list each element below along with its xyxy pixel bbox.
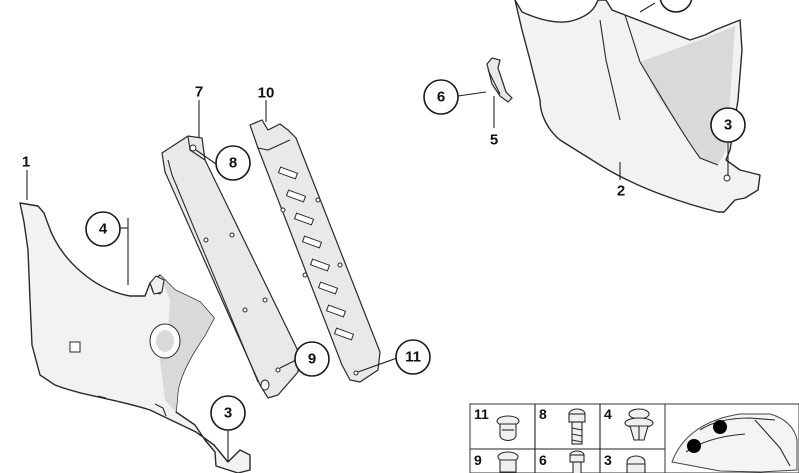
callout-5: 5 xyxy=(490,132,498,149)
callout-8: 8 xyxy=(229,155,237,172)
callout-3-bottom: 3 xyxy=(224,405,232,422)
legend-label-6: 6 xyxy=(539,452,547,468)
leader-lines xyxy=(26,2,729,462)
callout-3-top: 3 xyxy=(724,117,732,134)
callout-7: 7 xyxy=(195,84,203,101)
part-1-trim-panel xyxy=(19,202,251,473)
fastener-legend: 11 8 4 9 6 3 xyxy=(469,403,799,473)
screw-icon xyxy=(568,408,586,445)
legend-label-3: 3 xyxy=(604,452,612,468)
car-location-icon xyxy=(664,403,799,473)
callout-11: 11 xyxy=(405,349,421,366)
screw-icon xyxy=(569,450,585,473)
legend-label-8: 8 xyxy=(539,406,547,422)
callout-6: 6 xyxy=(437,89,445,106)
part-10-strip xyxy=(249,119,381,383)
expanding-rivet-icon xyxy=(624,408,654,441)
part-5-clip xyxy=(486,57,513,103)
part-7-bracket xyxy=(161,135,301,399)
strip-slots xyxy=(277,166,355,341)
button-clip-icon xyxy=(497,451,519,473)
callout-4: 4 xyxy=(99,221,108,238)
button-clip-icon xyxy=(496,415,520,442)
callouts: 1 4 7 8 10 9 11 3 6 5 2 3 xyxy=(22,0,746,431)
part-4-clip xyxy=(149,275,165,295)
cap-nut-icon xyxy=(626,455,646,473)
legend-label-9: 9 xyxy=(474,452,482,468)
callout-10: 10 xyxy=(258,85,275,102)
part-2-trim-panel xyxy=(514,0,761,213)
callout-1: 1 xyxy=(22,154,30,171)
callout-9: 9 xyxy=(308,351,316,368)
callout-2: 2 xyxy=(617,183,625,200)
legend-label-11: 11 xyxy=(474,406,489,422)
legend-label-4: 4 xyxy=(604,406,612,422)
